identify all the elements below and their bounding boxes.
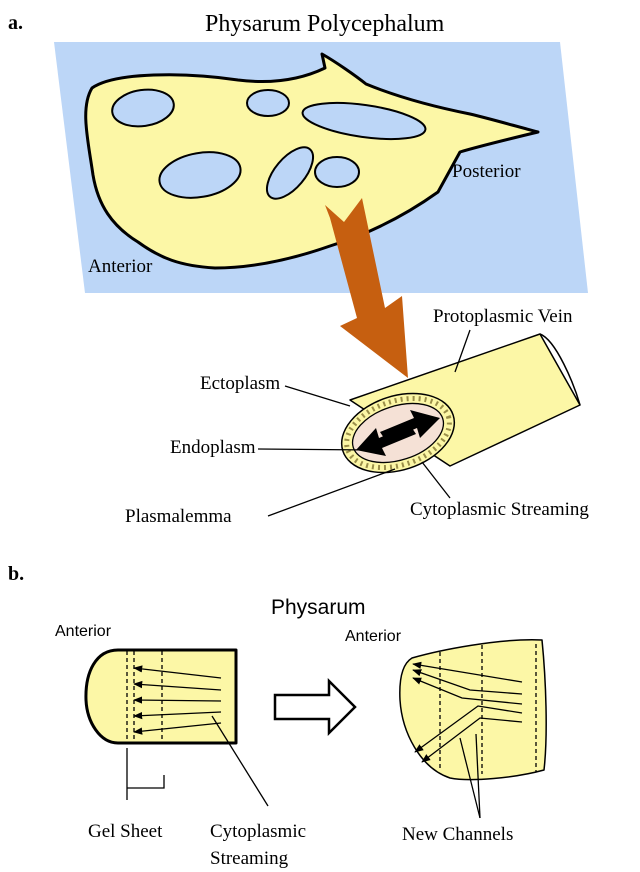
panel-a-title: Physarum Polycephalum (205, 11, 445, 37)
transition-arrow (275, 681, 355, 733)
panel-b-title: Physarum (271, 596, 366, 619)
label-ectoplasm: Ectoplasm (200, 373, 280, 394)
panel-b-tag: b. (8, 563, 24, 585)
label-gel-sheet: Gel Sheet (88, 821, 163, 842)
label-anterior-a: Anterior (88, 256, 153, 277)
label-anterior-b-left: Anterior (55, 623, 112, 640)
label-cytoplasmic-streaming-b1: Cytoplasmic (210, 821, 306, 842)
label-cytoplasmic-streaming-b2: Streaming (210, 848, 289, 869)
gel-sheet-bracket (127, 748, 164, 800)
hole (247, 90, 289, 116)
label-new-channels: New Channels (402, 824, 513, 845)
label-anterior-b-right: Anterior (345, 628, 402, 645)
leader-plasmalemma (268, 469, 395, 516)
leader-ectoplasm (285, 386, 350, 406)
protoplasmic-vein (331, 334, 580, 486)
label-protoplasmic-vein: Protoplasmic Vein (433, 306, 573, 327)
leader-streaming-a (422, 462, 450, 498)
leader-streaming-b (212, 716, 268, 806)
hole (315, 157, 359, 187)
label-cytoplasmic-streaming-a: Cytoplasmic Streaming (410, 499, 589, 520)
label-endoplasm: Endoplasm (170, 437, 256, 458)
panel-a-tag: a. (8, 12, 23, 34)
label-posterior: Posterior (452, 161, 521, 182)
label-plasmalemma: Plasmalemma (125, 506, 232, 527)
